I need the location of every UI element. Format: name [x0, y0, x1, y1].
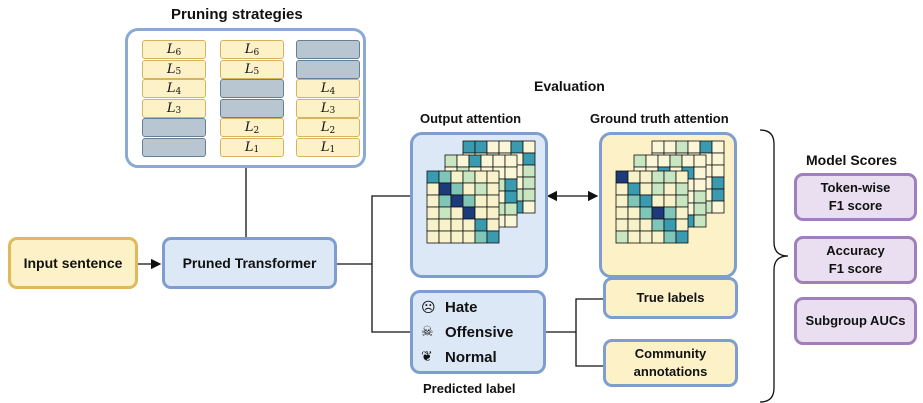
score-accuracy-line2: F1 score	[828, 261, 883, 276]
ground-truth-title: Ground truth attention	[590, 111, 729, 126]
label-hate: Hate	[445, 299, 478, 316]
output-attention-box	[410, 132, 548, 278]
hate-icon: ☹	[421, 299, 436, 315]
score-accuracy-line1: Accuracy	[826, 243, 885, 258]
pruned-transformer-label: Pruned Transformer	[182, 255, 317, 271]
pruned-layer	[296, 40, 360, 59]
predicted-label-title: Predicted label	[423, 381, 516, 396]
score-token-f1: Token-wise F1 score	[794, 173, 917, 221]
attention-matrix	[426, 170, 500, 244]
label-fork	[575, 298, 603, 367]
model-scores-title: Model Scores	[806, 152, 898, 168]
community-line2: annotations	[633, 364, 708, 379]
pruned-layer	[142, 137, 206, 157]
input-sentence-label: Input sentence	[23, 255, 123, 271]
ground-truth-attention-box	[599, 132, 737, 278]
pruned-layer	[296, 59, 360, 79]
input-sentence-box: Input sentence	[8, 237, 138, 289]
score-subgroup-auc: Subgroup AUCs	[794, 297, 917, 345]
score-subgroup-line1: Subgroup AUCs	[805, 313, 906, 328]
community-annotations-box: Community annotations	[603, 339, 738, 387]
score-accuracy-f1: Accuracy F1 score	[794, 236, 917, 284]
score-token-line1: Token-wise	[820, 180, 891, 195]
ground-truth-heatmaps	[615, 140, 725, 244]
pruned-transformer-box: Pruned Transformer	[162, 237, 337, 289]
true-labels-box: True labels	[603, 277, 738, 319]
predicted-label-box: ☹ Hate ☠ Offensive ❦ Normal	[410, 290, 546, 374]
curly-brace	[759, 129, 789, 403]
leaf-icon: ❦	[421, 348, 433, 364]
community-line1: Community	[634, 346, 707, 361]
output-attention-heatmaps	[426, 140, 536, 244]
true-labels-label: True labels	[636, 290, 705, 305]
offensive-icon: ☠	[421, 323, 434, 339]
label-offensive: Offensive	[445, 324, 514, 341]
attention-matrix	[615, 170, 689, 244]
output-attention-title: Output attention	[420, 111, 522, 126]
score-token-line2: F1 score	[828, 198, 883, 213]
pruned-layer	[220, 79, 284, 98]
evaluation-title: Evaluation	[534, 78, 605, 94]
label-normal: Normal	[445, 349, 497, 366]
pruned-layer	[142, 118, 206, 137]
pruned-layer	[220, 98, 284, 118]
pruning-title: Pruning strategies	[171, 6, 303, 23]
eval-fork	[371, 195, 410, 333]
